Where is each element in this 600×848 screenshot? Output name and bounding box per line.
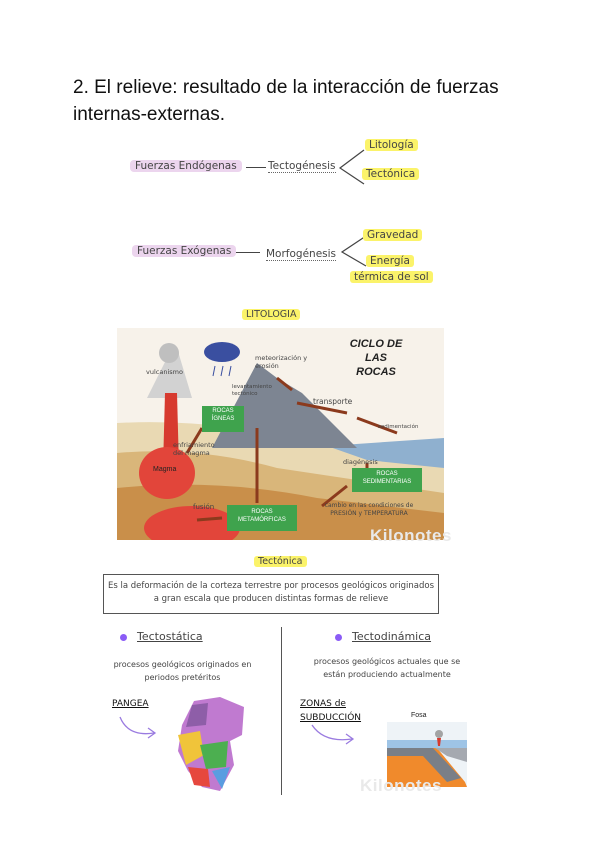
watermark-bottom: Kilonotes (360, 776, 442, 795)
label-vulcanismo: vulcanismo (146, 368, 183, 376)
subduccion-label: ZONAS de SUBDUCCIÓN (300, 699, 362, 723)
litologia-branch: Litología (365, 139, 418, 151)
watermark: Kilonotes (370, 526, 452, 545)
label-diagenesis: diagénesis (343, 458, 378, 466)
fosa-label: Fosa (411, 712, 427, 719)
label-sedimentacion: sedimentación (378, 424, 419, 430)
tectogenesis-label: Tectogénesis (268, 160, 336, 173)
label-transporte: transporte (313, 397, 353, 406)
fuerzas-endogenas-label: Fuerzas Endógenas (130, 160, 242, 172)
endogenas-row: Fuerzas Endógenas (130, 160, 242, 172)
tectostatica-heading: Tectostática (137, 630, 203, 643)
tectodinamica-heading: Tectodinámica (352, 630, 432, 643)
tectostatica-desc: procesos geológicos originados en period… (113, 660, 252, 682)
column-divider (281, 627, 282, 795)
bracket-endogenas (338, 149, 365, 185)
gravedad-branch: Gravedad (363, 229, 423, 241)
termica-branch: térmica de sol (350, 271, 433, 283)
tectonica-definition-box: Es la deformación de la corteza terrestr… (103, 574, 439, 614)
bullet-tectostatica (120, 634, 127, 641)
label-magma: Magma (153, 466, 177, 473)
bullet-tectodinamica (335, 634, 342, 641)
label-rocas-metamorficas: ROCAS METAMÓRFICAS (238, 509, 286, 523)
connector-line (246, 167, 266, 168)
litologia-heading: LITOLOGIA (242, 309, 301, 320)
arrow-subduccion (311, 724, 355, 745)
arrow-pangea (119, 716, 157, 739)
ciclo-title-line2: ROCAS (356, 366, 396, 378)
energia-branch: Energía (366, 255, 414, 267)
label-meteorizacion: meteorización y erosión (255, 354, 308, 370)
label-enfriamiento: enfriamiento del magma (173, 441, 215, 457)
subduccion-diagram (387, 722, 467, 787)
pangea-map (178, 697, 244, 791)
tectonica-branch: Tectónica (362, 168, 420, 180)
pangea-label: PANGEA (112, 699, 149, 709)
fuerzas-exogenas-label: Fuerzas Exógenas (132, 245, 237, 257)
tectodinamica-desc: procesos geológicos actuales que se está… (313, 657, 461, 679)
label-rocas-igneas: ROCAS ÍGNEAS (211, 408, 235, 422)
label-levantamiento: levantamiento tectónico (232, 384, 272, 397)
exogenas-row: Fuerzas Exógenas (132, 245, 237, 257)
label-cambio: cambio en las condiciones de PRESIÓN y T… (324, 502, 414, 517)
ciclo-title: CICLO DE LAS ROCAS (341, 337, 411, 379)
rock-cycle-illustration (117, 328, 444, 540)
tectonica-heading: Tectónica (254, 556, 307, 567)
bracket-exogenas (340, 235, 367, 267)
connector-line (236, 252, 260, 253)
ciclo-title-line1: CICLO DE LAS (349, 338, 403, 364)
label-fusion: fusión (193, 503, 215, 511)
morfogenesis-label: Morfogénesis (266, 248, 337, 261)
section-title: 2. El relieve: resultado de la interacci… (73, 77, 499, 125)
label-rocas-sedimentarias: ROCAS SEDIMENTARIAS (362, 471, 412, 485)
